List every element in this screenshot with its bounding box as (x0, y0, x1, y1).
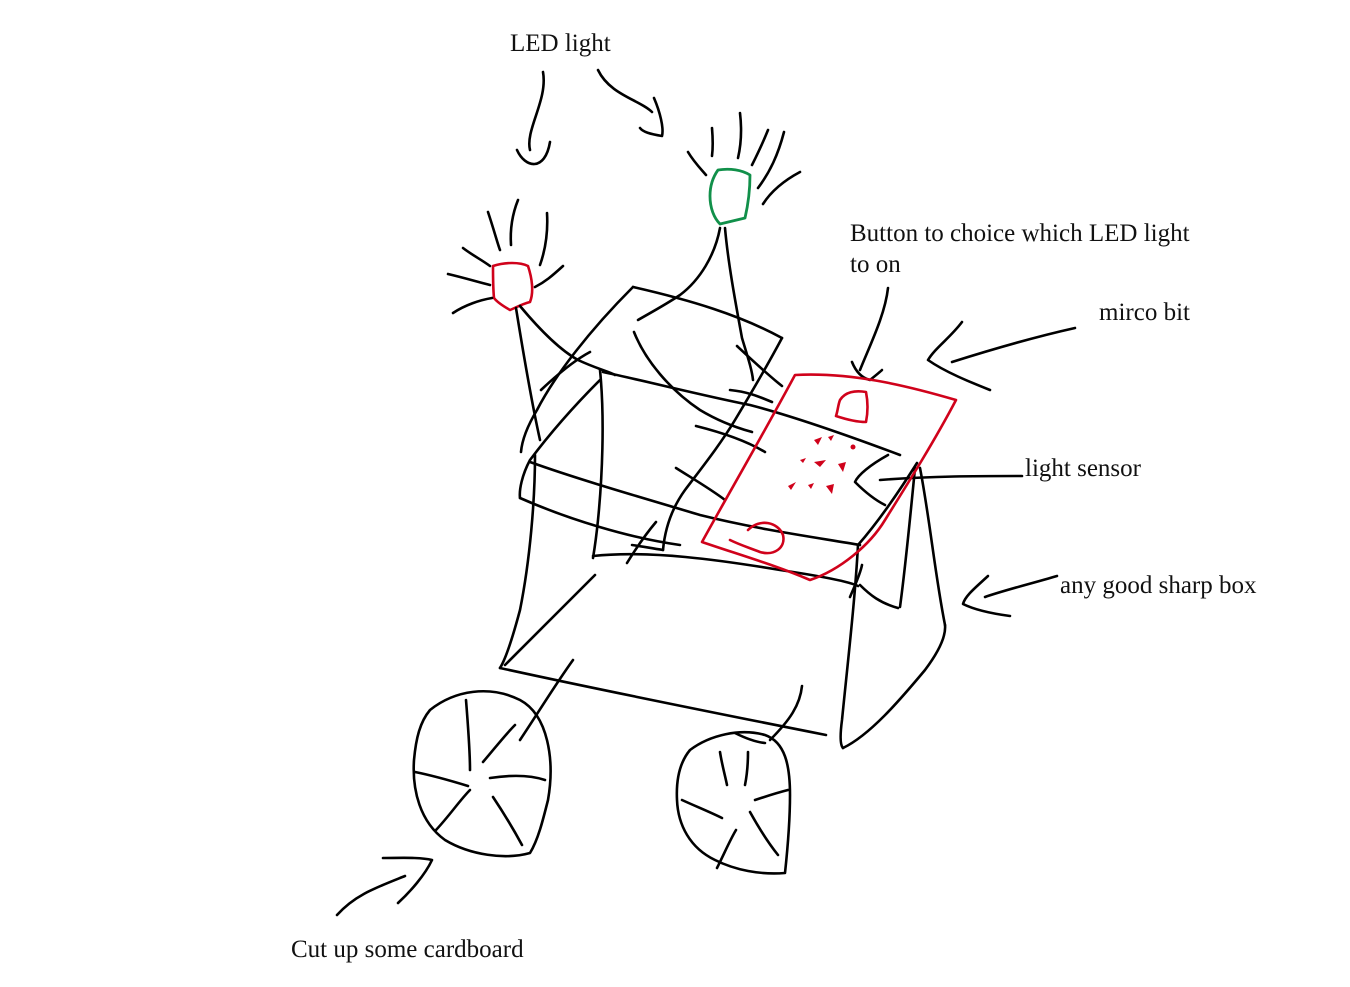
box-body (498, 285, 947, 750)
box-label: any good sharp box (1060, 572, 1257, 599)
cardboard-label: Cut up some cardboard (291, 936, 524, 963)
button-label: Button to choice which LED light to on (850, 220, 1190, 278)
light-sensor-arrow (853, 453, 1024, 507)
red-led-icon (446, 198, 565, 315)
button-arrow (850, 286, 890, 382)
led-matrix-icon (788, 435, 856, 494)
microbit-board (700, 373, 958, 582)
button-a-icon (834, 389, 869, 424)
left-wheel-icon (412, 658, 575, 858)
led-light-label: LED light (510, 30, 611, 57)
microbit-arrow (926, 320, 1077, 392)
green-led-icon (686, 111, 802, 226)
microbit-label: mirco bit (1099, 299, 1190, 326)
led-wires (514, 226, 784, 442)
cardboard-arrow (335, 856, 434, 917)
button-b-icon (728, 521, 785, 555)
box-arrow (961, 574, 1059, 618)
right-wheel-icon (675, 684, 804, 875)
led-light-arrows (515, 68, 664, 166)
light-sensor-label: light sensor (1025, 455, 1141, 482)
